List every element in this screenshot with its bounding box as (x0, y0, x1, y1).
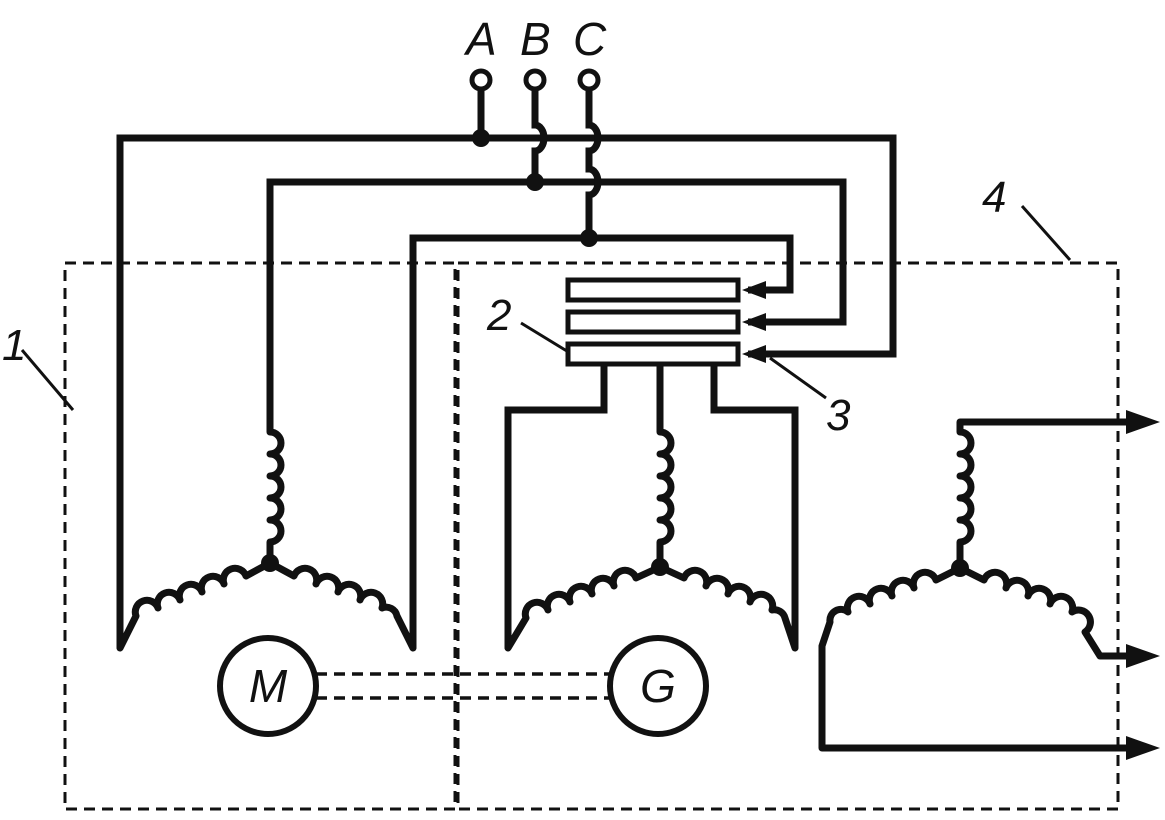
callout-4: 4 (982, 173, 1006, 222)
motor-circle (217, 635, 319, 737)
junction-c (580, 229, 598, 247)
generator-lead-1 (504, 364, 608, 648)
slip-ring-2 (565, 309, 741, 335)
terminal-c (577, 68, 601, 92)
motor-neutral-dot (261, 554, 279, 572)
generator-circle (607, 635, 709, 737)
motor-label: M (249, 660, 288, 712)
junction-a (472, 129, 490, 147)
output-neutral-dot (951, 559, 969, 577)
output-coil-right (956, 564, 1130, 660)
phase-b-drop (531, 88, 548, 182)
terminal-label-b: B (520, 13, 551, 65)
callout-3: 3 (826, 391, 851, 440)
callout-1: 1 (2, 321, 26, 370)
generator-label: G (640, 660, 676, 712)
brush-arrow-1 (742, 281, 766, 299)
terminal-label-a: A (463, 13, 497, 65)
slip-ring-3 (565, 341, 741, 367)
output-coil-top (956, 418, 1130, 572)
phase-b-wire (266, 178, 847, 422)
slip-ring-1 (565, 277, 741, 303)
terminal-label-c: C (573, 13, 607, 65)
brush-arrow-2 (742, 313, 766, 331)
terminal-a (469, 68, 493, 92)
phase-a-wire (116, 134, 897, 648)
leader-4 (1020, 205, 1072, 261)
output-arrow-2 (1126, 644, 1160, 668)
generator-neutral-dot (651, 558, 669, 576)
terminal-b (523, 68, 547, 92)
motor-coil-right (266, 559, 417, 652)
callout-2: 2 (486, 291, 511, 340)
phase-c-drop (585, 88, 602, 238)
generator-coil-top (656, 418, 675, 571)
motor-coil-left (116, 559, 274, 652)
generator-lead-3 (710, 364, 799, 648)
leader-1 (20, 349, 75, 411)
motor-coil-top (266, 418, 285, 567)
output-coil-left (818, 564, 1130, 752)
leader-3 (769, 356, 827, 400)
phase-c-wire (409, 234, 794, 648)
output-arrow-3 (1126, 736, 1160, 760)
shaft-coupling (316, 672, 612, 700)
generator-coil-left (504, 563, 664, 652)
brush-arrow-3 (742, 345, 766, 363)
generator-coil-right (656, 563, 799, 652)
junction-b (526, 173, 544, 191)
output-arrow-1 (1126, 410, 1160, 434)
